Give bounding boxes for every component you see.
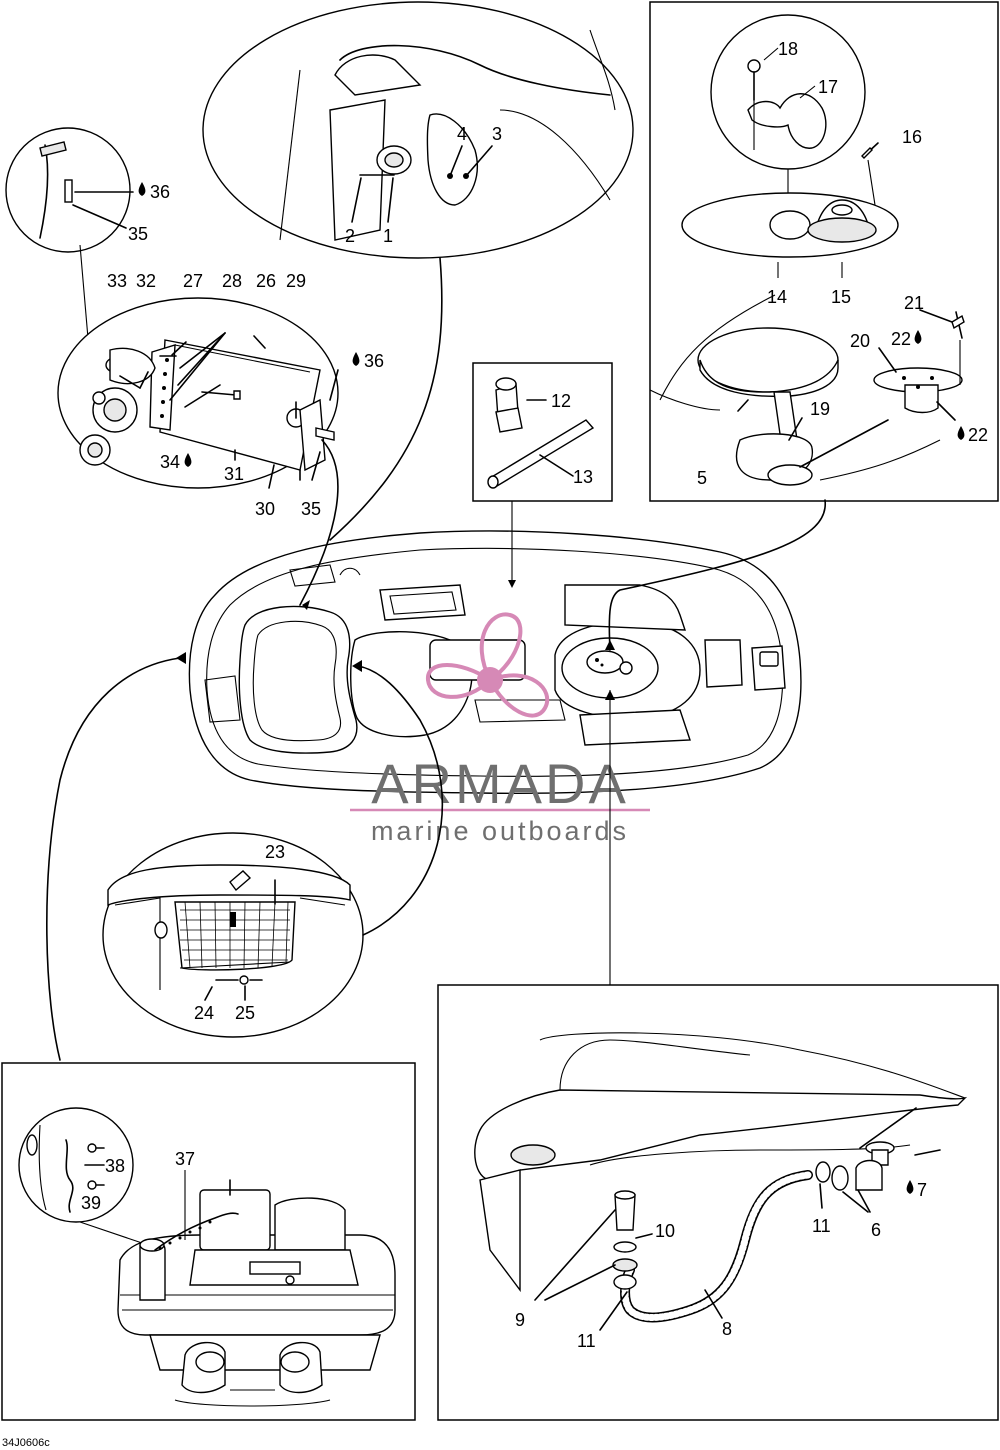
svg-text:36: 36 xyxy=(364,351,384,371)
callout-4: 4 xyxy=(457,124,467,144)
propeller-logo xyxy=(426,612,549,718)
callout-17: 17 xyxy=(818,77,838,97)
callout-14: 14 xyxy=(767,287,787,307)
svg-text:7: 7 xyxy=(917,1180,927,1200)
panel-rear-view xyxy=(1,657,416,1421)
panel-seat-mount xyxy=(608,1,999,651)
callout-19: 19 xyxy=(810,399,830,419)
detail-circle-net xyxy=(102,665,444,1038)
callout-35-lid: 35 xyxy=(301,499,321,519)
callout-16: 16 xyxy=(902,127,922,147)
watermark-brand: ARMADA xyxy=(371,752,629,815)
callout-8: 8 xyxy=(722,1319,732,1339)
callout-29: 29 xyxy=(286,271,306,291)
callout-36-latch: 36 xyxy=(138,182,170,202)
arrow-heads xyxy=(176,580,615,700)
callout-25: 25 xyxy=(235,1003,255,1023)
callout-36-lid: 36 xyxy=(352,351,384,371)
detail-circle-storage-lid xyxy=(57,297,339,606)
detail-circle-latch xyxy=(5,127,134,421)
callout-30: 30 xyxy=(255,499,275,519)
callout-22-bottom: 22 xyxy=(957,425,988,445)
watermark: ARMADA marine outboards xyxy=(350,612,650,846)
callout-11-right: 11 xyxy=(812,1216,831,1236)
callout-31: 31 xyxy=(224,464,244,484)
diagram-code: 34J0606c xyxy=(2,1437,50,1449)
callout-37: 37 xyxy=(175,1149,195,1169)
callout-21: 21 xyxy=(904,293,924,313)
callout-5: 5 xyxy=(697,468,707,488)
svg-text:36: 36 xyxy=(150,182,170,202)
panel-bilge-drain xyxy=(437,690,999,1421)
callout-18: 18 xyxy=(778,39,798,59)
callout-11-bottom: 11 xyxy=(577,1331,596,1351)
hull-top-view xyxy=(188,530,802,795)
callout-39: 39 xyxy=(81,1193,101,1213)
net-mesh xyxy=(180,901,290,969)
callout-3: 3 xyxy=(492,124,502,144)
callout-28: 28 xyxy=(222,271,242,291)
panel-tools xyxy=(472,362,613,580)
callout-1: 1 xyxy=(383,226,393,246)
callout-23: 23 xyxy=(265,842,285,862)
callout-22-top: 22 xyxy=(891,329,922,349)
callout-27: 27 xyxy=(183,271,203,291)
callout-7: 7 xyxy=(906,1180,927,1200)
watermark-tagline: marine outboards xyxy=(371,816,629,846)
svg-text:22: 22 xyxy=(968,425,988,445)
svg-text:34: 34 xyxy=(160,452,180,472)
callout-32: 32 xyxy=(136,271,156,291)
callout-2: 2 xyxy=(345,226,355,246)
callout-9: 9 xyxy=(515,1310,525,1330)
callout-34: 34 xyxy=(160,452,192,472)
callout-12: 12 xyxy=(551,391,571,411)
callout-26: 26 xyxy=(256,271,276,291)
callout-24: 24 xyxy=(194,1003,214,1023)
callout-13: 13 xyxy=(573,467,593,487)
callout-6: 6 xyxy=(871,1220,881,1240)
callout-20: 20 xyxy=(850,331,870,351)
callout-10: 10 xyxy=(655,1221,675,1241)
detail-circle-drain-plug xyxy=(202,1,634,541)
callout-38: 38 xyxy=(105,1156,125,1176)
svg-text:22: 22 xyxy=(891,329,911,349)
callout-33: 33 xyxy=(107,271,127,291)
callouts: 36 35 2 1 4 3 18 17 16 14 15 21 22 20 19… xyxy=(81,39,988,1351)
callout-35-latch: 35 xyxy=(128,224,148,244)
callout-15: 15 xyxy=(831,287,851,307)
